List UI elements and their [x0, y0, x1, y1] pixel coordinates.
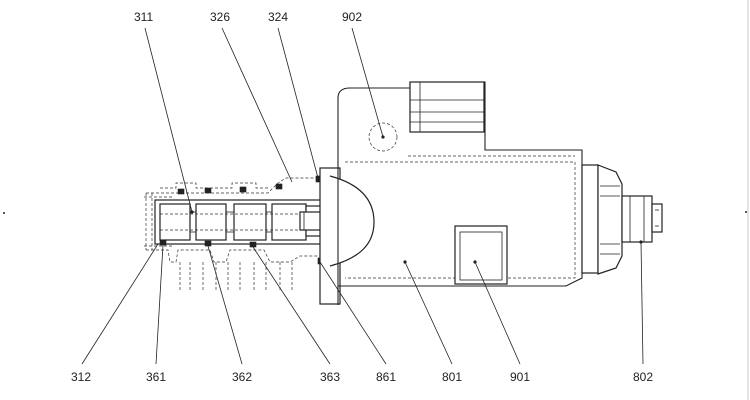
- callout-901: 901: [510, 370, 530, 384]
- end-nut: [581, 164, 663, 275]
- callout-802: 802: [633, 370, 653, 384]
- callout-902: 902: [342, 10, 362, 24]
- leader-lines: [81, 27, 644, 365]
- callout-361: 361: [146, 370, 166, 384]
- callout-324: 324: [268, 10, 288, 24]
- edge-marks: [3, 0, 749, 400]
- callout-363: 363: [320, 370, 340, 384]
- callout-326: 326: [210, 10, 230, 24]
- callout-362: 362: [232, 370, 252, 384]
- callout-861: 861: [376, 370, 396, 384]
- solenoid-housing: [319, 81, 583, 305]
- callout-312: 312: [71, 370, 91, 384]
- callout-801: 801: [442, 370, 462, 384]
- callout-311: 311: [134, 10, 153, 24]
